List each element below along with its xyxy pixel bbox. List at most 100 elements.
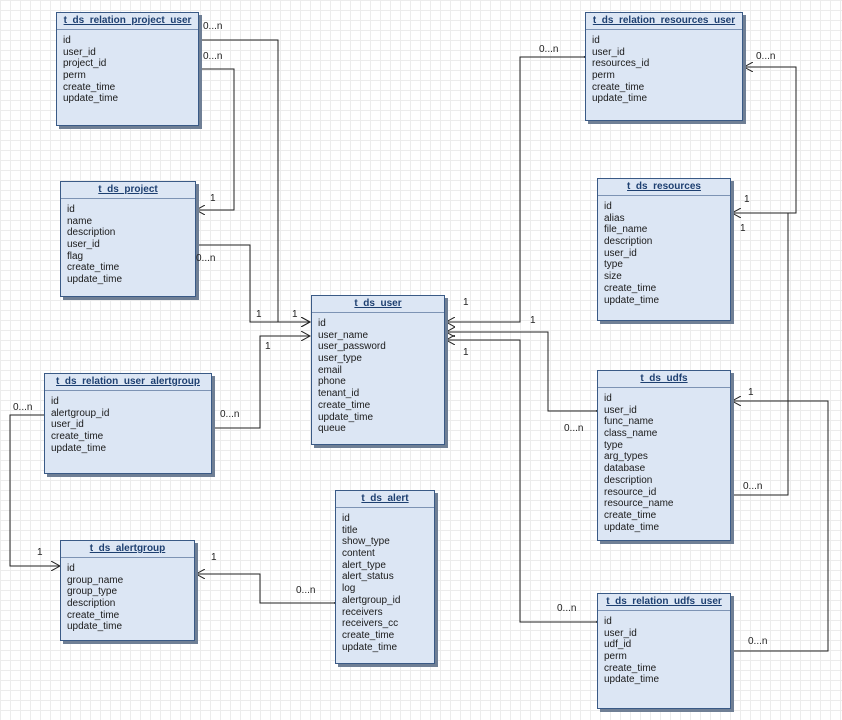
entity-relation-project-user[interactable]: t_ds_relation_project_user id user_id pr…: [56, 12, 199, 126]
field: description: [604, 236, 653, 248]
link-rua-alertgroup: [9, 415, 60, 566]
link-rudu-user: [446, 340, 596, 622]
entity-title: t_ds_project: [61, 182, 195, 199]
field: update_time: [67, 274, 123, 286]
field: id: [604, 616, 612, 627]
field: id: [604, 201, 612, 212]
entity-title: t_ds_alert: [336, 491, 434, 508]
field: file_name: [604, 224, 648, 236]
field: alias: [604, 212, 625, 224]
field: create_time: [604, 509, 657, 521]
multiplicity-label: 0...n: [220, 409, 240, 420]
field: user_id: [63, 46, 96, 58]
entity-title: t_ds_relation_project_user: [57, 13, 198, 30]
field-list: id user_id project_id perm create_time u…: [57, 30, 198, 105]
multiplicity-label: 1: [292, 309, 298, 320]
field-list: id title show_type content alert_type al…: [336, 508, 434, 653]
multiplicity-label: 0...n: [756, 51, 776, 62]
field: update_time: [63, 93, 119, 105]
multiplicity-label: 0...n: [296, 585, 316, 596]
link-rudu-udfs: [732, 401, 829, 651]
field: alertgroup_id: [342, 594, 401, 606]
field-list: id group_name group_type description cre…: [61, 558, 194, 633]
link-rru-user: [446, 57, 584, 322]
entity-title: t_ds_udfs: [598, 371, 730, 388]
field: description: [67, 598, 116, 610]
field: id: [318, 318, 326, 329]
multiplicity-label: 1: [530, 315, 536, 326]
entity-project[interactable]: t_ds_project id name description user_id…: [60, 181, 196, 297]
field: create_time: [67, 609, 120, 621]
field: database: [604, 463, 646, 475]
field: perm: [63, 70, 86, 82]
field: id: [51, 396, 59, 407]
entity-relation-udfs-user[interactable]: t_ds_relation_udfs_user id user_id udf_i…: [597, 593, 731, 709]
field: show_type: [342, 536, 390, 548]
field: func_name: [604, 416, 654, 428]
field-list: id user_id udf_id perm create_time updat…: [598, 611, 730, 686]
entity-relation-user-alertgroup[interactable]: t_ds_relation_user_alertgroup id alertgr…: [44, 373, 212, 474]
field: create_time: [318, 399, 371, 411]
field-list: id user_id func_name class_name type arg…: [598, 388, 730, 533]
link-rpu-user: [198, 40, 310, 322]
entity-alert[interactable]: t_ds_alert id title show_type content al…: [335, 490, 435, 664]
multiplicity-label: 1: [256, 309, 262, 320]
field: update_time: [604, 521, 660, 533]
multiplicity-label: 1: [211, 552, 217, 563]
field: email: [318, 364, 342, 376]
entity-relation-resources-user[interactable]: t_ds_relation_resources_user id user_id …: [585, 12, 743, 121]
entity-udfs[interactable]: t_ds_udfs id user_id func_name class_nam…: [597, 370, 731, 541]
field: user_password: [318, 341, 386, 353]
link-udfs-user: [446, 332, 596, 411]
field: alertgroup_id: [51, 407, 110, 419]
link-project-user: [196, 245, 310, 322]
field: class_name: [604, 428, 658, 440]
field: project_id: [63, 58, 107, 70]
multiplicity-label: 0...n: [743, 481, 763, 492]
field: user_id: [604, 247, 637, 259]
field-list: id user_id resources_id perm create_time…: [586, 30, 742, 105]
entity-user[interactable]: t_ds_user id user_name user_password use…: [311, 295, 445, 445]
multiplicity-label: 0...n: [539, 44, 559, 55]
field: create_time: [67, 262, 120, 274]
field: type: [604, 259, 623, 271]
multiplicity-label: 1: [740, 223, 746, 234]
field: id: [342, 513, 350, 524]
field: update_time: [604, 294, 660, 306]
field: update_time: [342, 641, 398, 653]
field: tenant_id: [318, 388, 360, 400]
field: id: [63, 35, 71, 46]
multiplicity-label: 1: [265, 341, 271, 352]
field: user_id: [592, 46, 625, 58]
link-udfs-resources: [732, 213, 789, 495]
field: perm: [592, 70, 615, 82]
entity-title: t_ds_user: [312, 296, 444, 313]
entity-title: t_ds_relation_resources_user: [586, 13, 742, 30]
field: description: [67, 227, 116, 239]
field: receivers: [342, 606, 383, 618]
field: create_time: [342, 629, 395, 641]
field: id: [67, 563, 75, 574]
field: id: [592, 35, 600, 46]
field: update_time: [67, 621, 123, 633]
field: resource_id: [604, 486, 657, 498]
link-alert-alertgroup: [196, 574, 334, 603]
multiplicity-label: 1: [37, 547, 43, 558]
multiplicity-label: 1: [748, 387, 754, 398]
field: update_time: [592, 93, 648, 105]
field: flag: [67, 250, 84, 262]
field: create_time: [51, 431, 104, 443]
entity-alertgroup[interactable]: t_ds_alertgroup id group_name group_type…: [60, 540, 195, 641]
field: alert_status: [342, 571, 394, 583]
field: content: [342, 548, 375, 560]
field: user_id: [604, 627, 637, 639]
field-list: id alias file_name description user_id t…: [598, 196, 730, 306]
entity-resources[interactable]: t_ds_resources id alias file_name descri…: [597, 178, 731, 321]
field: user_type: [318, 353, 362, 365]
field: user_id: [51, 419, 84, 431]
field: phone: [318, 376, 346, 388]
link-rua-user: [212, 336, 310, 428]
field: group_type: [67, 586, 118, 598]
field: alert_type: [342, 559, 386, 571]
